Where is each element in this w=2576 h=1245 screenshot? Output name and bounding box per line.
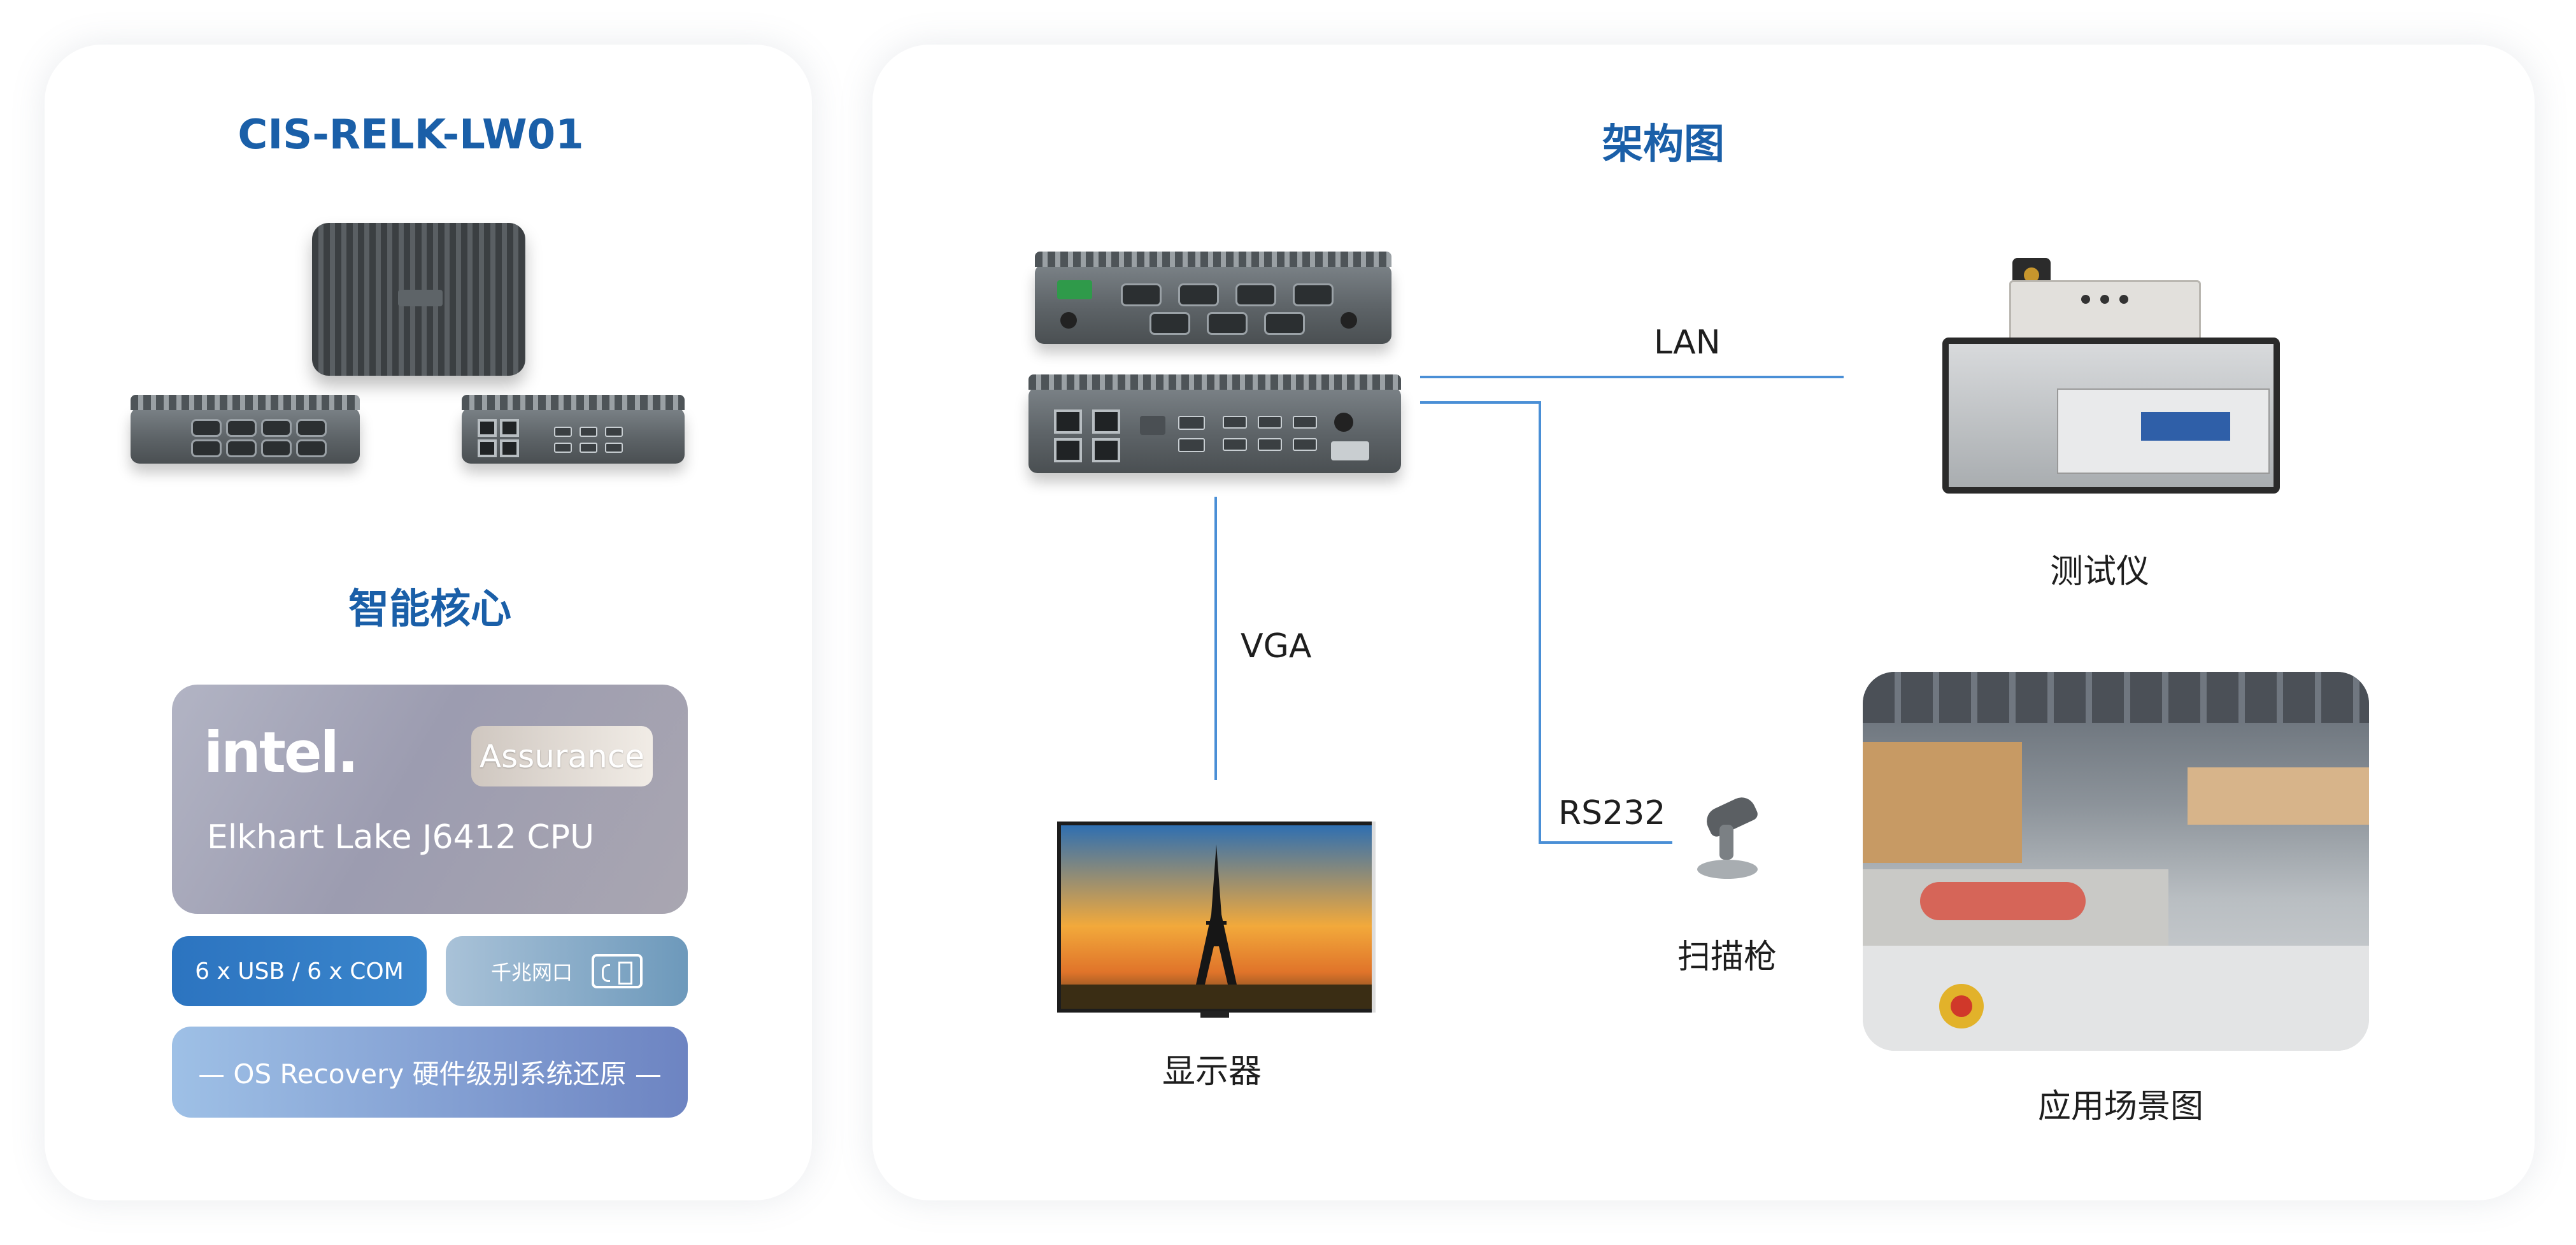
- assurance-badge: Assurance: [471, 726, 653, 786]
- lan-badge-label: 千兆网口: [490, 960, 573, 985]
- scene-photo: [1863, 672, 2369, 1051]
- rs232-link-line-h1: [1420, 401, 1541, 404]
- vga-link-line: [1214, 497, 1217, 780]
- display-label: 显示器: [1162, 1053, 1262, 1091]
- os-recovery-banner: — OS Recovery 硬件级别系统还原 —: [172, 1027, 688, 1118]
- rs232-link-line-v: [1539, 401, 1541, 844]
- usb-com-badge: 6 x USB / 6 x COM: [172, 936, 427, 1006]
- eiffel-tower-wallpaper: [1061, 825, 1372, 1009]
- display-stand: [1200, 1011, 1229, 1018]
- cpu-model: Elkhart Lake J6412 CPU: [207, 818, 595, 857]
- product-title: CIS-RELK-LW01: [238, 111, 584, 159]
- cpu-card: intel. Assurance Elkhart Lake J6412 CPU: [172, 685, 688, 914]
- lan-badge: 千兆网口: [446, 936, 688, 1006]
- architecture-title: 架构图: [1602, 121, 1725, 168]
- display-monitor: [1057, 822, 1376, 1013]
- rs232-link-line-h2: [1539, 841, 1672, 844]
- lan-link-line: [1420, 376, 1844, 378]
- vga-label: VGA: [1241, 627, 1312, 665]
- section-title-core: 智能核心: [348, 586, 511, 633]
- tester-label: 测试仪: [2049, 553, 2150, 591]
- scene-label: 应用场景图: [2037, 1088, 2204, 1126]
- scanner-label: 扫描枪: [1677, 938, 1777, 976]
- rs232-label: RS232: [1558, 794, 1666, 832]
- intel-logo: intel.: [204, 720, 359, 785]
- lan-label: LAN: [1654, 324, 1721, 362]
- ethernet-port-icon: [592, 954, 643, 988]
